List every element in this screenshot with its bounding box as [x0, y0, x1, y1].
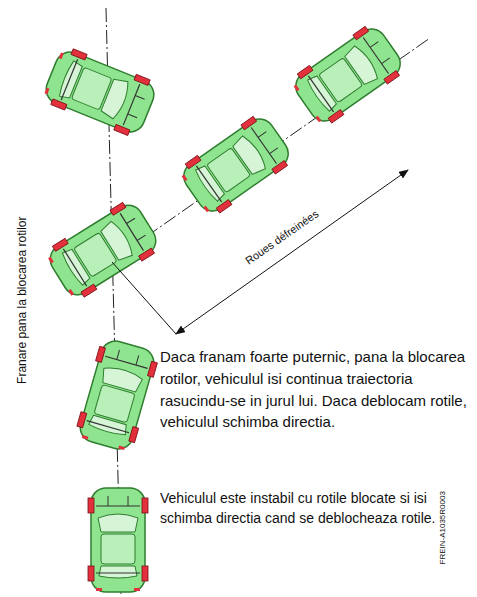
summary-note: Vehiculul este instabil cu rotile blocat…: [160, 488, 440, 529]
explanation-note: Daca franam foarte puternic, pana la blo…: [160, 346, 472, 433]
side-caption: Franare pana la blocarea rotilor: [15, 216, 29, 383]
drawing-code: FREIN-A1035R0003: [438, 491, 448, 564]
